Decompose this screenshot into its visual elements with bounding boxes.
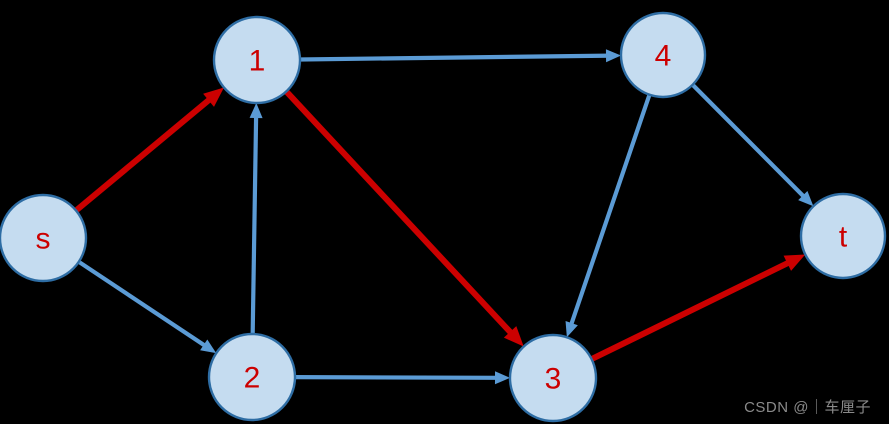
node-circle-3[interactable] [508,333,598,423]
node-s[interactable]: s [0,193,88,283]
edge-2-3 [294,371,511,385]
edge-s-2 [77,260,217,354]
node-label-3: 3 [545,363,562,396]
arrowhead-1-4 [605,49,622,63]
node-label-s: s [36,223,51,256]
node-label-1: 1 [249,45,266,78]
node-1[interactable]: 1 [212,15,302,105]
arrowhead-3-t [783,254,806,271]
edge-line-2-3 [294,375,501,380]
arrowhead-1-3 [503,326,524,347]
edge-line-1-3 [284,89,518,340]
arrowhead-s-1 [203,87,224,107]
edge-line-4-t [691,83,809,202]
node-circle-1[interactable] [212,15,302,105]
csdn-watermark: CSDN @｜车厘子 [744,399,871,416]
edge-1-4 [299,49,622,63]
node-4[interactable]: 4 [619,11,707,99]
node-label-2: 2 [244,362,261,395]
node-label-4: 4 [655,40,672,73]
edge-layer [74,49,814,385]
edge-s-1 [74,87,224,213]
edge-3-t [590,254,806,362]
node-circle-s[interactable] [0,193,88,283]
edge-line-s-2 [77,260,210,350]
node-circle-2[interactable] [207,332,297,422]
node-circle-t[interactable] [799,192,887,280]
node-layer: s 1 2 3 4 t [0,11,887,423]
edge-line-3-t [590,257,796,362]
node-t[interactable]: t [799,192,887,280]
arrowhead-4-3 [565,321,578,338]
arrowhead-2-3 [494,371,511,385]
edge-line-s-1 [74,93,217,213]
arrowhead-2-1 [249,102,263,119]
edge-4-t [691,83,814,207]
arrowhead-s-2 [200,339,217,354]
node-circle-4[interactable] [619,11,707,99]
edge-line-4-3 [567,94,652,330]
edge-1-3 [284,89,524,347]
arrowhead-4-t [798,190,814,207]
edge-line-1-4 [299,53,612,62]
node-label-t: t [839,221,848,254]
edge-2-1 [249,102,263,335]
edge-4-3 [565,94,652,338]
node-2[interactable]: 2 [207,332,297,422]
node-3[interactable]: 3 [508,333,598,423]
edge-line-2-1 [250,112,259,335]
